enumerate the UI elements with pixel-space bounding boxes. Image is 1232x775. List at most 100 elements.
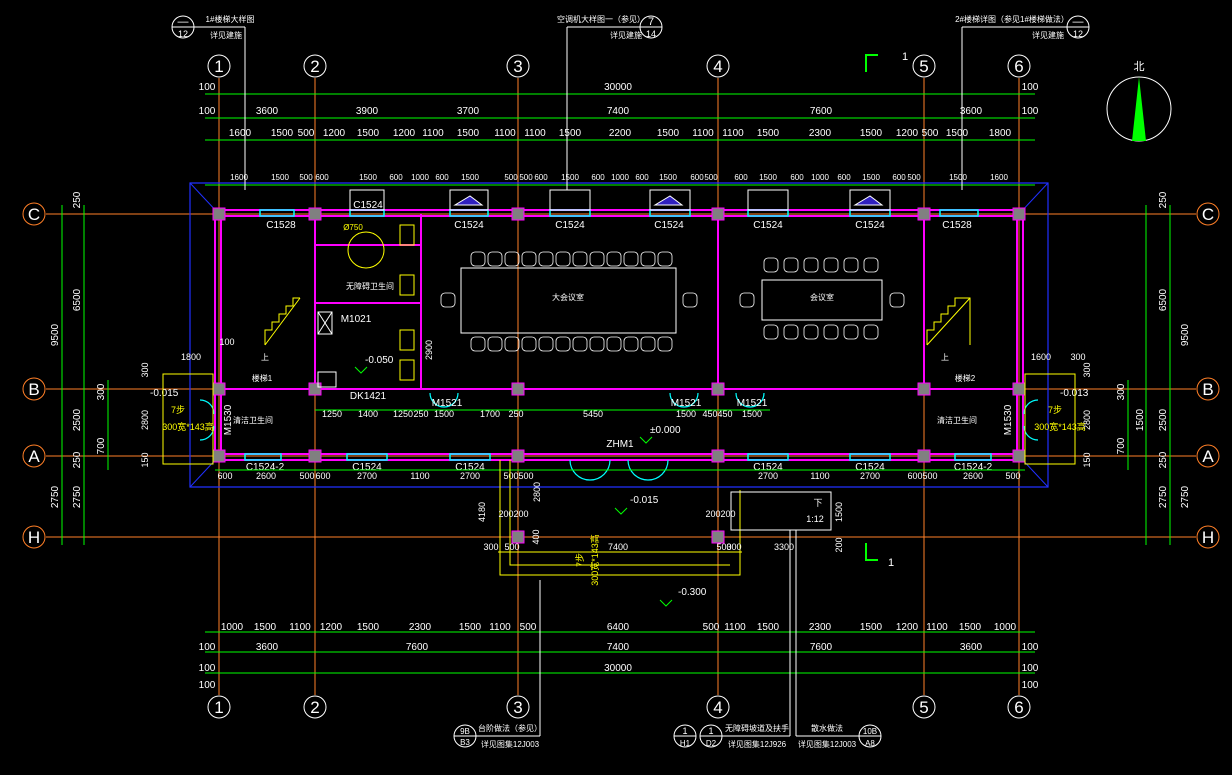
svg-text:1000: 1000	[411, 173, 429, 182]
svg-text:C1524-2: C1524-2	[246, 462, 285, 473]
svg-text:200: 200	[720, 509, 735, 519]
svg-text:1500: 1500	[271, 128, 294, 139]
svg-text:2300: 2300	[809, 128, 832, 139]
svg-text:2600: 2600	[256, 471, 276, 481]
svg-text:9500: 9500	[1180, 323, 1191, 346]
svg-text:1500: 1500	[359, 173, 377, 182]
svg-text:250: 250	[413, 409, 428, 419]
svg-text:A8: A8	[865, 739, 875, 748]
svg-text:详见建施: 详见建施	[1032, 30, 1064, 40]
svg-text:7400: 7400	[607, 642, 630, 653]
chair	[589, 251, 605, 267]
svg-text:500: 500	[703, 622, 720, 633]
svg-text:1500: 1500	[860, 128, 883, 139]
svg-text:6: 6	[1014, 698, 1023, 717]
axis-C-left: C	[22, 202, 46, 226]
svg-text:2800: 2800	[1082, 410, 1092, 430]
axis-3-bottom: 3	[506, 695, 530, 719]
chair	[640, 251, 656, 267]
svg-text:1: 1	[902, 51, 908, 63]
chair	[803, 257, 819, 273]
svg-text:7步: 7步	[171, 405, 185, 415]
svg-text:详见建施: 详见建施	[210, 30, 242, 40]
axis-H-left: H	[22, 525, 46, 549]
svg-text:A: A	[28, 447, 40, 466]
svg-text:12: 12	[178, 29, 188, 39]
svg-text:1100: 1100	[289, 622, 311, 633]
svg-text:100: 100	[199, 680, 216, 691]
chair	[889, 292, 905, 308]
svg-text:-0.015: -0.015	[630, 495, 659, 506]
svg-text:详见图集12J003: 详见图集12J003	[481, 739, 540, 749]
svg-text:500: 500	[922, 128, 939, 139]
svg-text:北: 北	[1134, 60, 1145, 73]
svg-text:3300: 3300	[774, 542, 794, 552]
svg-text:C1524: C1524	[753, 462, 783, 473]
axis-2-bottom: 2	[303, 695, 327, 719]
svg-text:600: 600	[837, 173, 851, 182]
chair	[843, 257, 859, 273]
svg-text:B: B	[28, 380, 39, 399]
svg-text:C1524: C1524	[855, 220, 885, 231]
svg-text:12: 12	[1073, 29, 1083, 39]
axis-B-right: B	[1196, 377, 1220, 401]
svg-text:600: 600	[635, 173, 649, 182]
svg-text:10B: 10B	[863, 727, 877, 736]
room-conference-big: 大会议室	[552, 292, 584, 302]
svg-text:7: 7	[648, 16, 654, 28]
svg-text:1500: 1500	[271, 173, 289, 182]
svg-text:1500: 1500	[357, 128, 380, 139]
chair	[504, 251, 520, 267]
side-steps	[162, 373, 1076, 465]
svg-text:300: 300	[1082, 362, 1092, 377]
svg-text:500: 500	[299, 173, 313, 182]
chair	[470, 336, 486, 352]
chair	[739, 292, 755, 308]
columns	[212, 207, 1026, 544]
svg-text:1100: 1100	[722, 128, 744, 139]
chair	[823, 257, 839, 273]
svg-text:B3: B3	[460, 738, 470, 747]
svg-text:3: 3	[513, 57, 522, 76]
svg-text:100: 100	[1022, 642, 1039, 653]
svg-text:D2: D2	[706, 739, 717, 748]
svg-text:1500: 1500	[834, 502, 844, 522]
svg-text:1500: 1500	[254, 622, 277, 633]
svg-text:7步: 7步	[1048, 405, 1062, 415]
svg-text:300: 300	[1070, 352, 1085, 362]
svg-text:250: 250	[508, 409, 523, 419]
svg-text:1100: 1100	[810, 471, 829, 481]
svg-text:500: 500	[1005, 471, 1020, 481]
svg-text:9B: 9B	[460, 727, 470, 736]
toilet-fixtures	[317, 224, 415, 388]
chair	[521, 251, 537, 267]
svg-text:M1521: M1521	[432, 398, 463, 409]
svg-text:—: —	[1073, 16, 1084, 28]
svg-text:Ø750: Ø750	[343, 223, 363, 232]
svg-text:2750: 2750	[50, 485, 61, 508]
svg-text:-0.015: -0.015	[150, 388, 179, 399]
svg-text:3600: 3600	[256, 642, 279, 653]
level-main: ±0.000	[650, 425, 681, 436]
svg-text:300宽*143高: 300宽*143高	[162, 421, 214, 432]
chair	[657, 251, 673, 267]
svg-text:1100: 1100	[524, 128, 546, 139]
chair	[863, 324, 879, 340]
callout-6: 1D2 无障碍坡道及扶手 详见图集12J926	[699, 723, 790, 749]
svg-text:5: 5	[919, 57, 928, 76]
svg-text:500: 500	[704, 173, 718, 182]
corridor-dims: 1250 1400 1250 250 1500 1700 250 5450 15…	[322, 409, 762, 419]
svg-text:600: 600	[315, 471, 330, 481]
svg-text:500: 500	[520, 622, 537, 633]
chair	[657, 336, 673, 352]
svg-text:1500: 1500	[742, 409, 762, 419]
chair	[763, 324, 779, 340]
chair	[470, 251, 486, 267]
bottom-dimensions	[205, 631, 1035, 674]
conference-table-big	[460, 267, 677, 334]
svg-text:2700: 2700	[357, 471, 377, 481]
svg-text:C1524: C1524	[753, 220, 783, 231]
svg-text:300宽*143高: 300宽*143高	[589, 534, 600, 586]
